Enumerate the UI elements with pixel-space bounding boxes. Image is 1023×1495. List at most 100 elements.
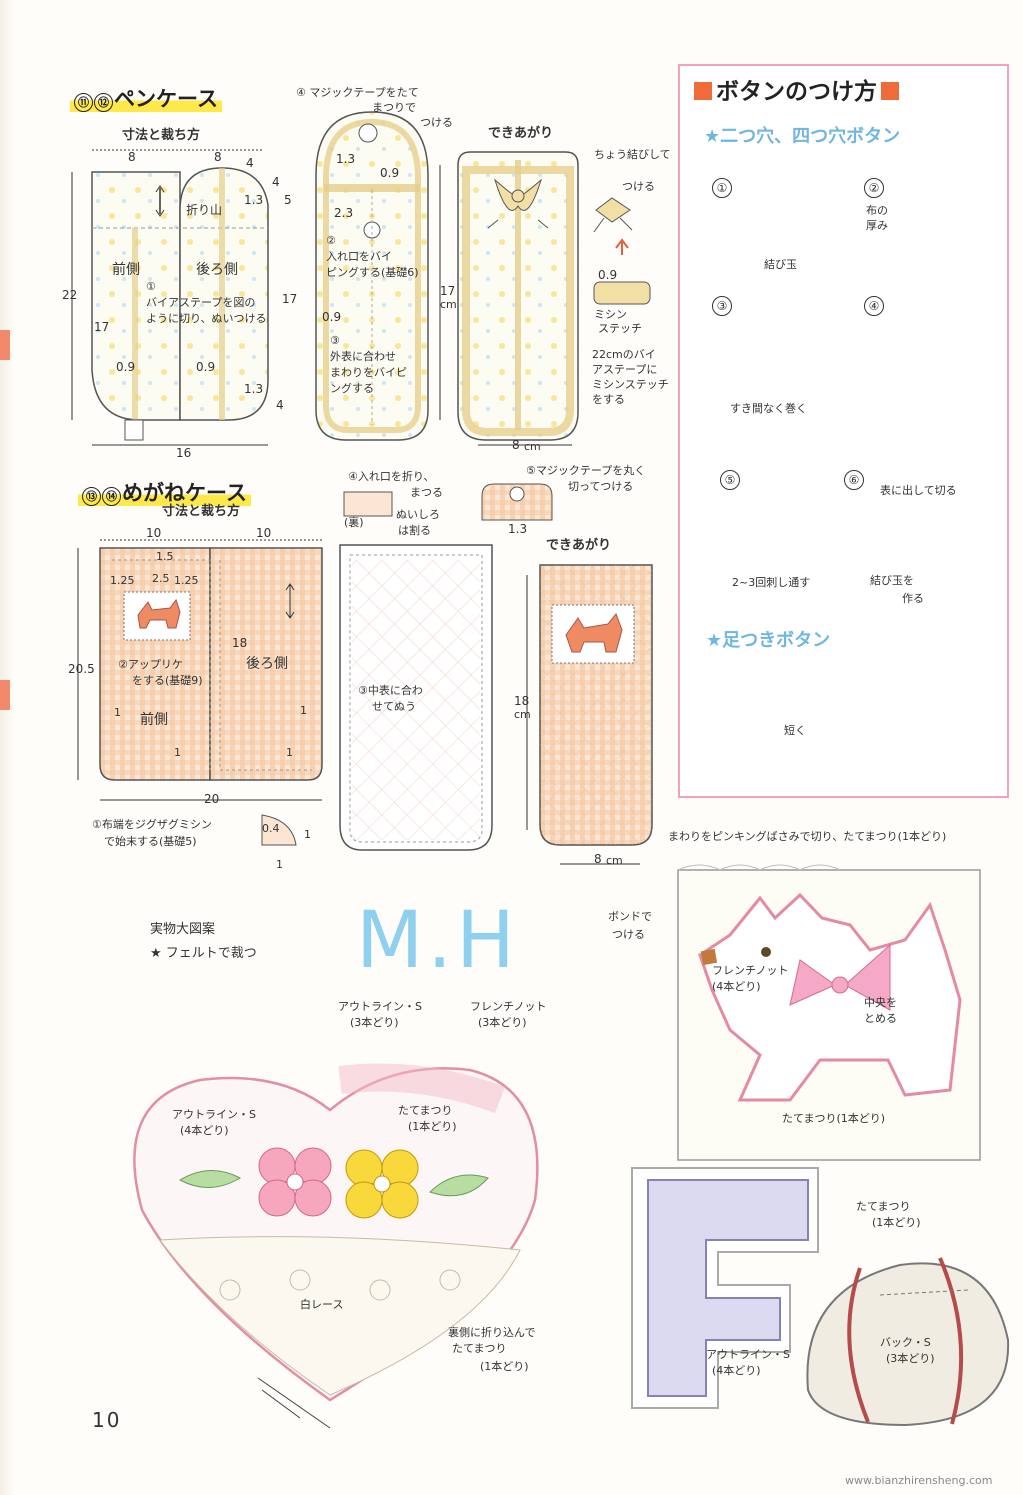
dim-label: 0.9 xyxy=(116,360,136,374)
stitch-label: バック・S xyxy=(880,1336,931,1349)
dim-label: 10 xyxy=(146,526,162,540)
stitch-label: アウトライン・S xyxy=(706,1348,790,1361)
item-number-14: ⑭ xyxy=(102,487,121,506)
pen-case-step-drawing xyxy=(315,111,429,441)
page-spine xyxy=(0,0,14,1495)
stitch-label: たてまつり xyxy=(398,1104,453,1117)
stitch-label: (3本どり) xyxy=(478,1016,527,1029)
step-note: ③ xyxy=(330,334,340,347)
glasses-case-title-text: めがねケース xyxy=(122,481,247,505)
unit-label: cm xyxy=(440,298,457,311)
dim-label: 17 xyxy=(440,284,456,298)
edge-tab-mark xyxy=(0,680,10,710)
dim-label: 4 xyxy=(246,156,254,170)
step-note: ②アップリケ xyxy=(118,658,183,671)
watermark: www.bianzhirensheng.com xyxy=(845,1474,993,1487)
full-size-title: 実物大図案 xyxy=(150,922,216,937)
dim-label: 2.5 xyxy=(152,572,170,585)
dim-label: 1 xyxy=(276,858,283,871)
felt-note: ★ フェルトで裁つ xyxy=(150,946,257,961)
stitch-label: 中央を xyxy=(864,996,897,1009)
front-label: 前側 xyxy=(140,712,168,728)
step-note: ④ マジックテープをたて xyxy=(296,86,419,99)
step-note: ③中表に合わ xyxy=(358,684,423,697)
step-note: まつる xyxy=(410,486,443,499)
dim-label: 1.3 xyxy=(336,152,356,166)
dim-label: 0.9 xyxy=(196,360,216,374)
step-note: ① xyxy=(146,280,156,293)
dim-label: 8 xyxy=(128,150,136,164)
dim-label: 5 xyxy=(284,193,292,207)
step-caption: 結び玉 xyxy=(764,258,797,271)
button-howto-title-text: ボタンのつけ方 xyxy=(716,79,877,105)
stitch-label: とめる xyxy=(864,1012,897,1025)
stitch-label: まわりをピンキングばさみで切り、たてまつり(1本どり) xyxy=(668,830,947,843)
pen-case-finished-drawing xyxy=(439,151,651,446)
button-howto-panel xyxy=(678,64,1009,798)
dim-label: 17 xyxy=(94,320,110,334)
step-caption: 布の xyxy=(866,204,888,217)
dim-label: 1 xyxy=(304,828,311,841)
dim-label: 22 xyxy=(62,288,78,302)
step-note: ④入れ口を折り、 xyxy=(348,470,435,483)
step-number: ⑤ xyxy=(720,470,740,490)
item-number-12: ⑫ xyxy=(94,93,113,112)
step-number: ④ xyxy=(864,296,884,316)
dim-label: 1.5 xyxy=(156,550,174,563)
stitch-label: 裏側に折り込んで xyxy=(448,1326,536,1339)
step-note: ミシン xyxy=(594,308,627,321)
page-number: 10 xyxy=(92,1408,122,1432)
pen-case-subtitle: 寸法と裁ち方 xyxy=(122,128,201,143)
step-note: ⑤マジックテープを丸く xyxy=(526,464,646,477)
step-note: ちょう結びして xyxy=(594,148,671,161)
step-caption: 表に出して切る xyxy=(880,484,957,497)
dim-label: 1.3 xyxy=(244,382,264,396)
step-note: ように切り、ぬいつける xyxy=(146,312,267,325)
dim-label: 1 xyxy=(286,746,293,759)
pen-case-title-text: ペンケース xyxy=(114,87,218,111)
step-caption: 作る xyxy=(902,592,924,605)
dim-label: 0.9 xyxy=(380,166,400,180)
dim-label: 1.3 xyxy=(508,522,528,536)
dim-label: 10 xyxy=(256,526,272,540)
step-caption: 結び玉を xyxy=(870,574,914,587)
rugby-ball-drawing xyxy=(806,1257,1010,1427)
step-note: ② xyxy=(326,234,336,247)
dim-label: 4 xyxy=(276,398,284,412)
dim-label: 4 xyxy=(272,175,280,189)
step-note: をする(基礎9) xyxy=(132,674,203,687)
lace-label: 白レース xyxy=(300,1298,344,1311)
step-caption: 短く xyxy=(784,724,806,737)
shank-button-heading: ★足つきボタン xyxy=(706,630,831,651)
stitch-label: (4本どり) xyxy=(180,1124,229,1137)
step-note: (裏) xyxy=(344,516,364,529)
front-label: 前側 xyxy=(112,262,140,278)
step-note: で始末する(基礎5) xyxy=(104,835,197,848)
step-caption: 厚み xyxy=(866,219,888,232)
step-note: バイアステープを図の xyxy=(146,296,256,309)
square-bullet-icon xyxy=(881,82,899,100)
step-note: ①布端をジグザグミシン xyxy=(92,818,212,831)
step-note: つける xyxy=(420,116,453,129)
square-bullet-icon xyxy=(694,82,712,100)
unit-label: cm xyxy=(514,708,531,721)
dim-label: 0.9 xyxy=(322,310,342,324)
step-note: ミシンステッチ xyxy=(592,378,669,391)
dim-label: 8 xyxy=(214,150,222,164)
two-four-hole-heading: ★二つ穴、四つ穴ボタン xyxy=(704,126,901,147)
glasses-case-step-drawing xyxy=(339,483,553,851)
stitch-label: アウトライン・S xyxy=(338,1000,422,1013)
dog-applique-drawing xyxy=(677,864,981,1161)
step-number: ① xyxy=(712,178,732,198)
unit-label: cm xyxy=(524,440,541,453)
unit-label: cm xyxy=(606,854,623,867)
fold-label: 折り山 xyxy=(186,203,223,217)
dim-label: 17 xyxy=(282,292,298,306)
stitch-label: フレンチノット xyxy=(712,964,789,977)
stitch-label: (3本どり) xyxy=(350,1016,399,1029)
step-note: ぬいしろ xyxy=(396,508,440,521)
dim-label: 8 xyxy=(512,438,520,452)
stitch-label: つける xyxy=(612,928,645,941)
